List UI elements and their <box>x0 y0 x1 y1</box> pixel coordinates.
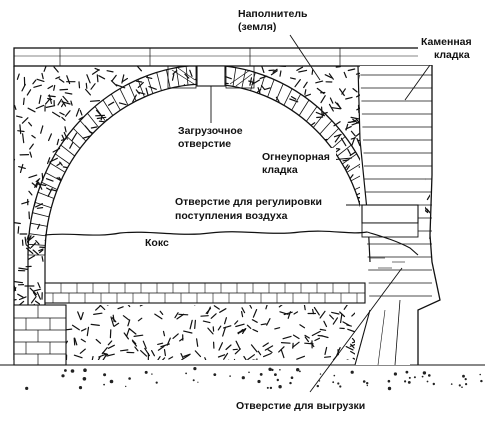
ground <box>0 365 485 390</box>
label-filler-2: (земля) <box>238 21 276 33</box>
label-air-1: Отверстие для регулировки <box>175 196 322 208</box>
label-unloading: Отверстие для выгрузки <box>236 400 365 412</box>
label-air-2: поступления воздуха <box>175 210 288 222</box>
floor-bricks <box>45 283 365 303</box>
top-slab <box>14 48 432 66</box>
label-refractory-2: кладка <box>262 164 298 176</box>
label-stone-1: Каменная <box>421 36 472 48</box>
label-filler-1: Наполнитель <box>238 8 308 20</box>
label-coke: Кокс <box>145 237 169 249</box>
stone-masonry <box>352 66 440 365</box>
label-stone-2: кладка <box>434 49 470 61</box>
label-refractory-1: Огнеупорная <box>262 151 330 163</box>
label-loading-2: отверстие <box>178 138 231 150</box>
label-loading-1: Загрузочное <box>178 125 243 137</box>
